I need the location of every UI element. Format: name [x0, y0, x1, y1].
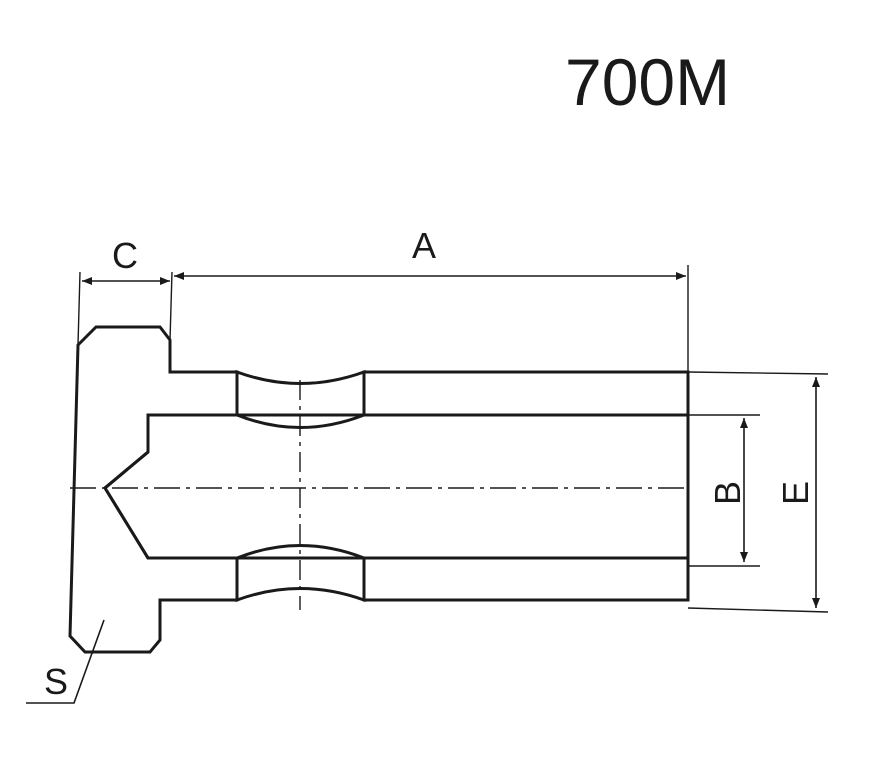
extension-line-mid: [169, 271, 173, 341]
bore: [103, 413, 690, 560]
leader-s-label: S: [44, 661, 68, 702]
dimension-b-label: B: [707, 481, 748, 505]
top-wall-section: [362, 370, 690, 417]
dimension-a-label: A: [412, 225, 436, 266]
extension-line-e-bottom: [687, 607, 829, 613]
leader-s-line: [26, 619, 105, 704]
head-section: [68, 325, 239, 654]
bottom-wall-section: [362, 556, 690, 602]
drawing-title: 700M: [565, 45, 730, 119]
extension-line-e-top: [687, 371, 829, 375]
dimension-e-label: E: [775, 481, 816, 505]
bottom-groove: [235, 544, 366, 603]
extension-line-left: [77, 271, 81, 346]
dimension-c-label: C: [112, 235, 138, 276]
